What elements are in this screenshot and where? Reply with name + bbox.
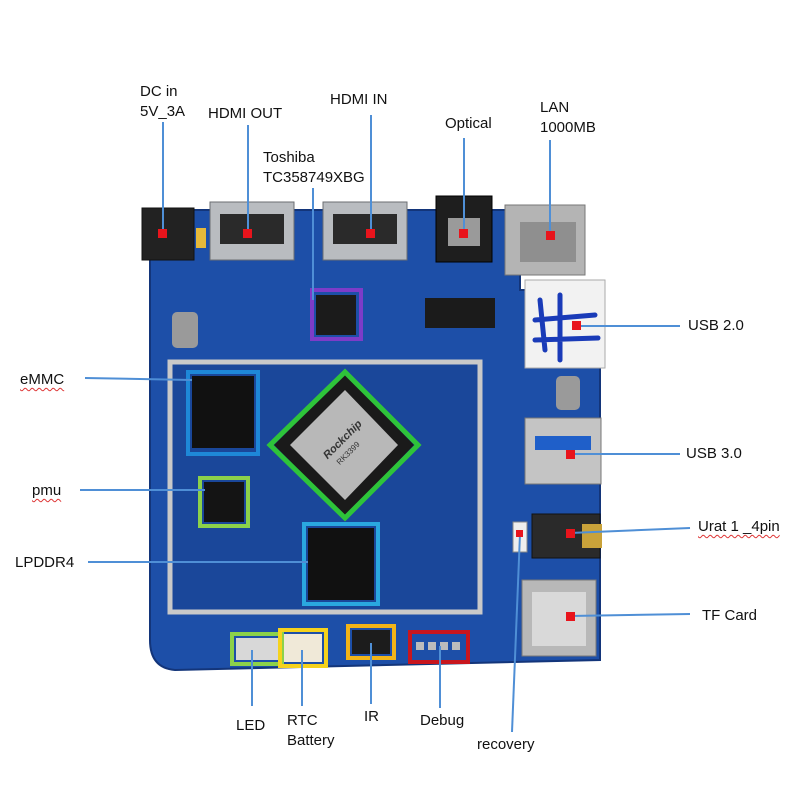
usb3-tongue <box>535 436 591 450</box>
dc-in-label-line2: 5V_3A <box>140 103 186 120</box>
port-markers <box>158 229 581 621</box>
toshiba-chip <box>316 295 356 335</box>
dc-jack-tab <box>196 228 206 248</box>
capacitor <box>172 312 198 348</box>
dc-jack <box>141 207 195 261</box>
rtc-label-line2: Battery <box>287 732 335 749</box>
soc-highlight <box>266 368 422 522</box>
ir-label: IR <box>364 708 379 725</box>
hdmi-out-label: HDMI OUT <box>208 105 283 122</box>
lan-label-line2: 1000MB <box>540 119 596 136</box>
debug-header <box>416 642 460 650</box>
toshiba-label-line2: TC358749XBG <box>263 169 365 186</box>
capacitor-right <box>556 376 580 410</box>
debug-label: Debug <box>420 712 465 729</box>
hdmi-in-opening <box>333 214 397 244</box>
usb3-label: USB 3.0 <box>686 445 742 462</box>
tf-card-label: TF Card <box>702 607 758 624</box>
uart-pins <box>582 524 602 548</box>
pmu-chip <box>204 482 244 522</box>
emmc-label: eMMC <box>20 371 65 388</box>
rtc-label-line1: RTC <box>287 712 318 729</box>
usb2-port <box>524 279 606 369</box>
hdmi-rx-chip <box>425 298 495 328</box>
lpddr4-highlight <box>302 522 380 606</box>
usb2-handwriting <box>532 292 601 363</box>
lan-opening <box>520 222 576 262</box>
leader-lines <box>80 115 691 733</box>
uart-label: Urat 1 _4pin <box>698 518 780 535</box>
tf-card-inner <box>532 592 586 646</box>
usb2-label: USB 2.0 <box>688 317 744 334</box>
led-connector <box>236 638 278 660</box>
lpddr4-label: LPDDR4 <box>15 554 75 571</box>
led-label: LED <box>236 717 266 734</box>
pmu-highlight <box>198 476 250 528</box>
dc-in-label: DC in 5V_3A <box>140 82 185 122</box>
toshiba-highlight <box>310 288 363 341</box>
optical-label: Optical <box>445 115 492 132</box>
recovery-label: recovery <box>477 736 535 753</box>
hdmi-in-label: HDMI IN <box>330 91 388 108</box>
emmc-highlight <box>186 370 260 456</box>
toshiba-label-line1: Toshiba <box>263 149 315 166</box>
lpddr4-chip <box>308 528 374 600</box>
dc-in-label-line1: DC in <box>140 83 178 100</box>
toshiba-label: Toshiba TC358749XBG <box>263 148 365 188</box>
emmc-chip <box>192 376 254 448</box>
pmu-label: pmu <box>32 482 62 499</box>
rtc-label: RTC Battery <box>287 711 335 751</box>
lan-label: LAN 1000MB <box>540 98 596 138</box>
usb3-port <box>524 417 602 485</box>
lan-label-line1: LAN <box>540 99 570 116</box>
